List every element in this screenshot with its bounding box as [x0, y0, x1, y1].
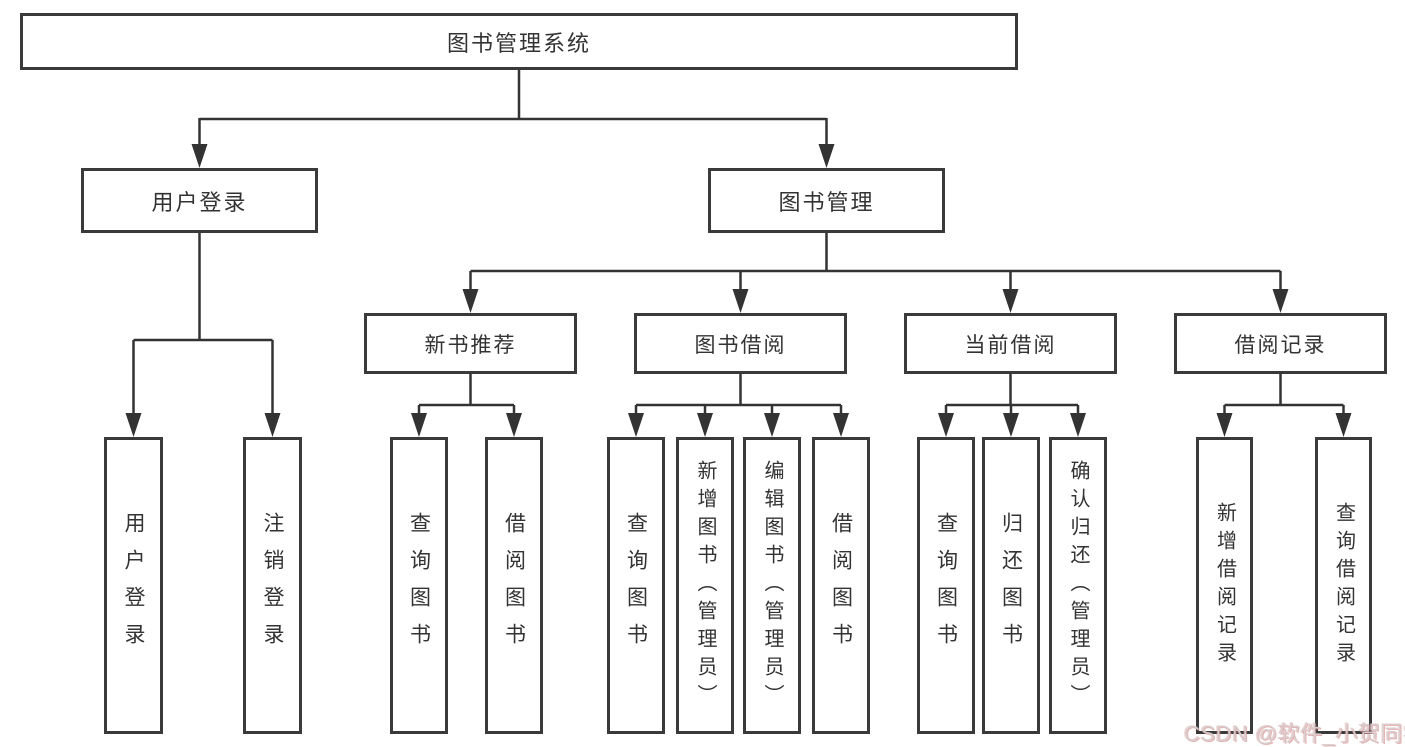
- leaf-borrow-books: 借阅图书: [812, 437, 870, 734]
- node-new-book-recommend-label: 新书推荐: [424, 333, 517, 357]
- leaf-borrow-books-label: 借阅图书: [829, 511, 853, 660]
- node-root: 图书管理系统: [20, 13, 1018, 70]
- leaf-query-borrow-record: 查询借阅记录: [1315, 437, 1372, 734]
- leaf-user-login-label: 用户登录: [122, 511, 145, 660]
- node-new-book-recommend: 新书推荐: [364, 313, 577, 374]
- arrow-down-icon: [1272, 289, 1289, 313]
- leaf-borrow-books-recommend-label: 借阅图书: [502, 511, 526, 660]
- node-root-label: 图书管理系统: [446, 30, 591, 56]
- leaf-query-books-current: 查询图书: [917, 437, 975, 734]
- leaf-add-books-admin: 新增图书（管理员）: [676, 437, 734, 734]
- connector-path: [132, 70, 1345, 417]
- leaf-confirm-return-admin: 确认归还（管理员）: [1049, 437, 1107, 734]
- node-book-management-label: 图书管理: [778, 189, 875, 215]
- leaf-add-borrow-record-label: 新增借阅记录: [1213, 501, 1236, 670]
- arrow-down-icon: [1216, 413, 1233, 437]
- arrow-down-icon: [697, 413, 713, 437]
- arrow-down-icon: [628, 413, 644, 437]
- arrow-down-icon: [818, 144, 835, 168]
- arrow-down-icon: [125, 413, 142, 437]
- node-user-login-label: 用户登录: [151, 189, 248, 215]
- arrow-down-icon: [411, 413, 427, 437]
- leaf-query-books-recommend: 查询图书: [390, 437, 448, 734]
- leaf-return-books: 归还图书: [982, 437, 1040, 734]
- arrow-down-icon: [1002, 289, 1019, 313]
- leaf-query-books-current-label: 查询图书: [934, 511, 958, 660]
- node-current-borrow: 当前借阅: [904, 313, 1117, 374]
- node-book-borrow: 图书借阅: [634, 313, 847, 374]
- leaf-return-books-label: 归还图书: [999, 511, 1023, 660]
- arrow-down-icon: [506, 413, 522, 437]
- arrow-down-icon: [191, 144, 208, 168]
- leaf-query-books-borrow: 查询图书: [607, 437, 665, 734]
- node-borrow-record: 借阅记录: [1174, 313, 1387, 374]
- leaf-edit-books-admin: 编辑图书（管理员）: [743, 437, 801, 734]
- node-borrow-record-label: 借阅记录: [1234, 333, 1327, 357]
- node-book-management: 图书管理: [708, 168, 945, 233]
- arrow-down-icon: [462, 289, 479, 313]
- csdn-watermark: CSDN @软件_小贺同学: [1184, 721, 1405, 746]
- arrowheads: [125, 144, 1352, 437]
- leaf-borrow-books-recommend: 借阅图书: [485, 437, 543, 734]
- leaf-logout: 注销登录: [243, 437, 302, 734]
- arrow-down-icon: [833, 413, 849, 437]
- arrow-down-icon: [732, 289, 749, 313]
- leaf-query-borrow-record-label: 查询借阅记录: [1332, 501, 1355, 670]
- arrow-down-icon: [264, 413, 281, 437]
- arrow-down-icon: [938, 413, 954, 437]
- node-book-borrow-label: 图书借阅: [694, 333, 787, 357]
- arrow-down-icon: [764, 413, 780, 437]
- leaf-query-books-borrow-label: 查询图书: [624, 511, 648, 660]
- leaf-add-borrow-record: 新增借阅记录: [1196, 437, 1253, 734]
- leaf-query-books-recommend-label: 查询图书: [407, 511, 431, 660]
- leaf-add-books-admin-label: 新增图书（管理员）: [694, 459, 716, 712]
- leaf-logout-label: 注销登录: [261, 511, 284, 660]
- leaf-user-login: 用户登录: [104, 437, 163, 734]
- node-user-login: 用户登录: [81, 168, 318, 233]
- arrow-down-icon: [1335, 413, 1352, 437]
- leaf-confirm-return-admin-label: 确认归还（管理员）: [1067, 459, 1089, 712]
- node-current-borrow-label: 当前借阅: [964, 333, 1057, 357]
- arrow-down-icon: [1003, 413, 1019, 437]
- leaf-edit-books-admin-label: 编辑图书（管理员）: [761, 459, 783, 712]
- arrow-down-icon: [1070, 413, 1086, 437]
